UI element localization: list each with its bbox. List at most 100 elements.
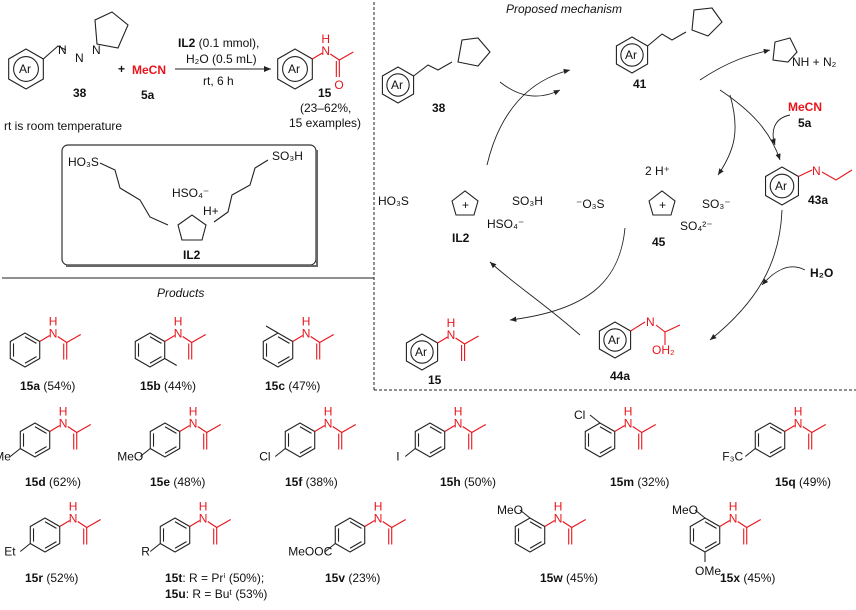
svg-text:H: H <box>189 405 198 419</box>
svg-text:H: H <box>374 500 383 514</box>
mech-44a-label: 44a <box>610 369 630 383</box>
ar-label: Ar <box>391 78 403 92</box>
product-label: 15w (45%) <box>540 571 598 585</box>
svg-text:H: H <box>729 500 738 514</box>
svg-text:H: H <box>199 500 208 514</box>
substituent: Et <box>4 545 16 559</box>
svg-text:H: H <box>324 405 333 419</box>
product-label: 15a (54%) <box>20 379 75 393</box>
substituent: MeO <box>672 503 698 517</box>
svg-text:H: H <box>554 500 563 514</box>
compound-38-label: 38 <box>73 86 87 100</box>
benzene-ring <box>19 422 51 458</box>
substituent: MeO <box>117 450 143 464</box>
mech-5a-label: 5a <box>798 116 812 130</box>
svg-text:H: H <box>794 405 803 419</box>
il2-so3h-right: SO₃H <box>272 149 303 163</box>
svg-text:N: N <box>447 328 456 342</box>
mechanism-title: Proposed mechanism <box>506 2 622 16</box>
mech-il2-right: SO₃H <box>512 194 543 208</box>
product-label: 15t: R = Prⁱ (50%); <box>165 571 264 585</box>
mech-15-label: 15 <box>428 373 442 387</box>
benzene-ring <box>414 422 446 458</box>
substituent: Cl <box>574 408 585 422</box>
mech-45-left: ⁻O₃S <box>576 197 605 211</box>
mech-mecn: MeCN <box>788 100 822 114</box>
mecn-reagent: MeCN <box>132 63 166 77</box>
arrow-43a-to-44a <box>709 209 783 341</box>
product-label: 15v (23%) <box>325 571 380 585</box>
example-count: 15 examples) <box>289 116 361 130</box>
condition-solvent: H₂O (0.5 mL) <box>186 52 257 66</box>
arrow-41-to-45 <box>717 94 736 176</box>
benzene-ring <box>284 422 316 458</box>
svg-text:N: N <box>324 417 333 431</box>
mech-41-label: 41 <box>633 77 647 91</box>
ar-label: Ar <box>608 333 620 347</box>
svg-text:H: H <box>321 32 330 46</box>
benzene-ring <box>262 332 294 368</box>
substituent: MeO <box>497 503 523 517</box>
benzene-ring <box>334 517 366 553</box>
product-label: 15x (45%) <box>720 571 775 585</box>
svg-text:N: N <box>69 512 78 526</box>
condition-time: rt, 6 h <box>203 74 234 88</box>
svg-text:H: H <box>302 315 311 329</box>
svg-text:N: N <box>302 327 311 341</box>
substituent: I <box>396 450 399 464</box>
svg-text:H: H <box>447 316 456 330</box>
mech-protons: 2 H⁺ <box>645 164 670 178</box>
product-label: 15e (48%) <box>150 475 205 489</box>
product-label: 15d (62%) <box>25 475 81 489</box>
mech-45-right: SO₃⁻ <box>702 197 731 211</box>
svg-text:N: N <box>189 417 198 431</box>
benzene-ring <box>134 332 166 368</box>
svg-text:N: N <box>624 417 633 431</box>
byproduct-pyrrolidine-n2: NH + N₂ <box>792 55 837 69</box>
substituent: MeOOC <box>288 545 332 559</box>
benzene-ring <box>9 332 41 368</box>
svg-text:N: N <box>321 44 330 58</box>
products-title: Products <box>157 286 204 300</box>
benzene-ring <box>689 517 721 553</box>
yield-range: (23–62%, <box>300 101 351 115</box>
svg-text:N: N <box>58 43 67 57</box>
svg-text:N: N <box>374 512 383 526</box>
svg-text:N: N <box>812 164 821 178</box>
ar-label: Ar <box>775 179 787 193</box>
mech-45-anion: SO₄²⁻ <box>680 219 713 233</box>
arrow-mecn-in <box>770 114 791 146</box>
product-15v: NH MeOOC 15v (23%) <box>288 500 406 585</box>
product-label: 15f (38%) <box>285 475 338 489</box>
il2-nh-plus: H+ <box>203 204 219 218</box>
svg-text:N: N <box>646 315 655 329</box>
arrow-water-in <box>761 266 806 286</box>
benzene-ring <box>584 422 616 458</box>
svg-text:N: N <box>554 512 563 526</box>
arrow-release <box>699 48 771 81</box>
svg-text:N: N <box>794 417 803 431</box>
arrow-45-to-15 <box>509 227 626 322</box>
footnote: rt is room temperature <box>4 119 122 133</box>
arrow-il2-to-41 <box>486 68 571 166</box>
arrow-38-to-41 <box>499 81 561 97</box>
arrow-44a-to-il2 <box>489 261 581 336</box>
svg-text:N: N <box>49 327 58 341</box>
mech-il2-label: IL2 <box>452 231 470 245</box>
mech-45-label: 45 <box>652 235 666 249</box>
compound-15-label: 15 <box>318 86 332 100</box>
svg-text:+: + <box>659 198 666 212</box>
benzene-ring <box>514 517 546 553</box>
mech-water: H₂O <box>810 266 833 280</box>
svg-text:N: N <box>59 417 68 431</box>
product-label: 15b (44%) <box>140 379 196 393</box>
benzene-ring <box>29 517 61 553</box>
svg-text:H: H <box>624 405 633 419</box>
benzene-ring <box>149 422 181 458</box>
svg-text:N: N <box>75 51 84 65</box>
